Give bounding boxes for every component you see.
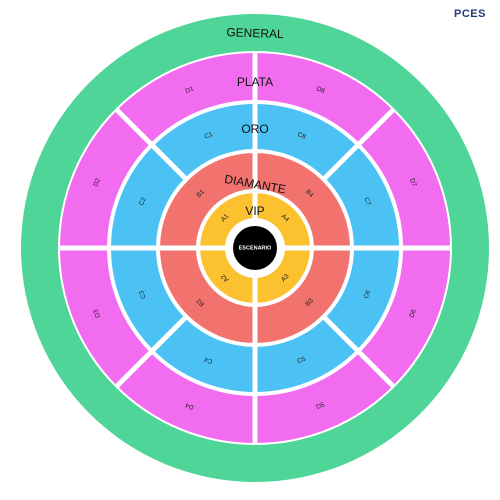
stage-label: ESCENARIO (239, 245, 272, 251)
section-label-d6: D6 (408, 308, 418, 319)
section-label-d7: D7 (408, 177, 418, 188)
zone-label-plata: PLATA (237, 75, 273, 89)
ring-gap-2 (156, 149, 354, 347)
section-label-d4: D4 (184, 401, 195, 411)
section-c7[interactable] (324, 145, 400, 248)
section-c2[interactable] (110, 145, 186, 248)
section-c5[interactable] (255, 317, 358, 393)
section-b3[interactable] (255, 248, 351, 344)
section-b4[interactable] (255, 152, 351, 248)
section-d4[interactable] (117, 351, 256, 443)
section-a3[interactable] (255, 248, 310, 303)
section-d5[interactable] (255, 351, 393, 443)
section-b1[interactable] (159, 152, 255, 248)
section-d2[interactable] (60, 110, 152, 249)
section-c6[interactable] (324, 248, 400, 351)
section-label-c4: C4 (203, 355, 214, 365)
section-c4[interactable] (152, 317, 255, 393)
section-c8[interactable] (255, 103, 358, 179)
section-label-b1: B1 (195, 188, 206, 199)
section-label-d1: D1 (184, 85, 195, 95)
section-c3[interactable] (110, 248, 186, 351)
section-label-d3: D3 (92, 308, 102, 319)
section-label-c5: C5 (296, 355, 307, 365)
section-label-d2: D2 (92, 177, 102, 188)
section-d1[interactable] (117, 53, 256, 145)
section-label-b4: B4 (304, 188, 315, 199)
ring-gap-3 (196, 189, 314, 307)
section-label-d8: D8 (315, 85, 326, 95)
section-c1[interactable] (152, 103, 255, 179)
section-a1[interactable] (200, 193, 255, 248)
section-d7[interactable] (358, 110, 450, 249)
section-a2[interactable] (200, 248, 255, 303)
section-label-c3: C3 (138, 289, 148, 300)
section-d6[interactable] (358, 248, 450, 386)
zone-label-vip: VIP (245, 204, 264, 218)
section-label-c8: C8 (296, 131, 307, 141)
section-label-a2: A2 (220, 272, 231, 283)
ring-gap-1 (107, 100, 403, 396)
section-b2[interactable] (159, 248, 255, 344)
section-label-b2: B2 (195, 297, 206, 308)
section-label-c1: C1 (203, 131, 214, 141)
section-d3[interactable] (59, 248, 152, 386)
stage (233, 226, 277, 270)
section-label-a4: A4 (280, 213, 291, 224)
section-a4[interactable] (255, 193, 310, 248)
zone-label-general: GENERAL (226, 25, 284, 41)
section-label-a3: A3 (280, 273, 291, 284)
brand-logo-text: PCES (454, 8, 486, 20)
section-label-c6: C6 (363, 289, 373, 300)
section-d8[interactable] (255, 53, 393, 145)
section-label-d5: D5 (315, 401, 326, 411)
section-label-a1: A1 (220, 213, 231, 224)
section-label-c2: C2 (138, 196, 148, 207)
zone-label-oro: ORO (241, 122, 268, 136)
section-label-c7: C7 (362, 196, 372, 207)
section-label-b3: B3 (304, 297, 315, 308)
